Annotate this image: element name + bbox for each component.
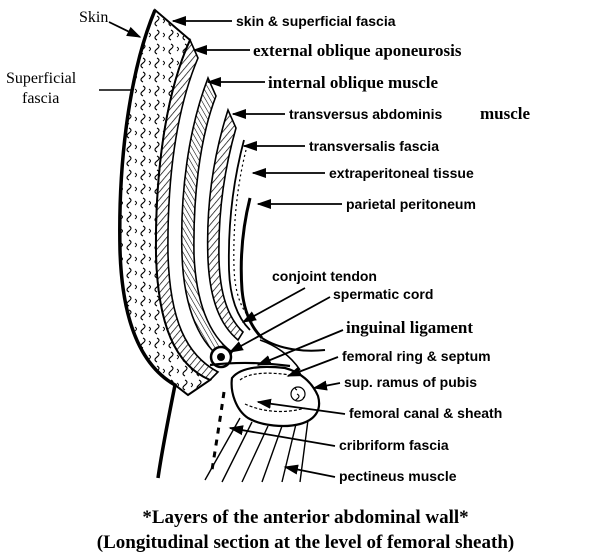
label-external-oblique: external oblique aponeurosis	[253, 41, 462, 60]
arrow-pectineus	[285, 467, 335, 477]
label-conjoint-tendon: conjoint tendon	[272, 268, 377, 284]
label-skin: Skin	[79, 9, 108, 26]
label-skin-superficial-fascia: skin & superficial fascia	[236, 13, 396, 29]
label-superficial-fascia-line1: Superficial	[6, 70, 77, 87]
label-sup-ramus: sup. ramus of pubis	[344, 374, 477, 390]
label-transversus-b: muscle	[480, 104, 531, 123]
femoral-region	[232, 367, 319, 426]
label-extraperitoneal: extraperitoneal tissue	[329, 165, 474, 181]
arrow-cribriform	[230, 428, 335, 446]
caption-line1: *Layers of the anterior abdominal wall*	[0, 507, 611, 529]
arrow-conjoint	[243, 288, 305, 322]
label-spermatic-cord: spermatic cord	[333, 286, 433, 302]
pectineus-muscle-shape	[205, 418, 308, 482]
transversalis-fascia-line	[229, 140, 250, 330]
label-femoral-ring: femoral ring & septum	[342, 348, 491, 364]
arrow-skin-label	[109, 22, 140, 37]
label-transversalis: transversalis fascia	[309, 138, 439, 154]
label-femoral-canal: femoral canal & sheath	[349, 405, 502, 421]
label-internal-oblique: internal oblique muscle	[268, 73, 438, 92]
transversus-layer	[208, 110, 243, 340]
label-superficial-fascia-line2: fascia	[22, 90, 59, 107]
label-pectineus: pectineus muscle	[339, 468, 457, 484]
caption-line2: (Longitudinal section at the level of fe…	[0, 532, 611, 554]
label-inguinal-ligament: inguinal ligament	[346, 318, 473, 337]
label-cribriform: cribriform fascia	[339, 437, 449, 453]
label-parietal-peritoneum: parietal peritoneum	[346, 196, 476, 212]
label-transversus-a: transversus abdominis	[289, 106, 442, 122]
arrow-sup-ramus	[314, 383, 340, 388]
arrow-femoral-ring	[288, 357, 338, 376]
